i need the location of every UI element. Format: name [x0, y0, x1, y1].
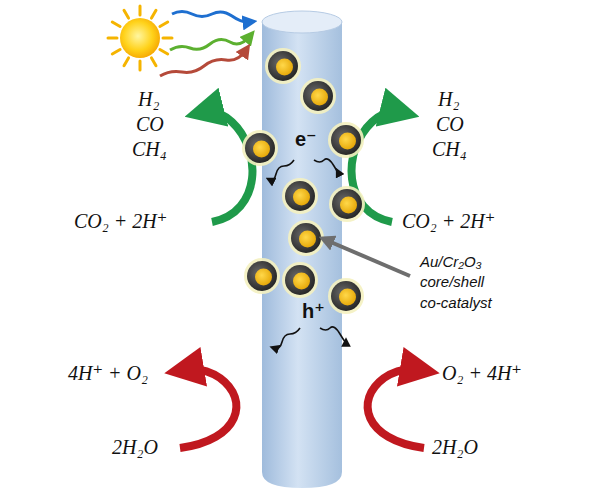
sun-ray: [160, 50, 168, 55]
product-label: H₂: [138, 88, 159, 111]
electron-path: [314, 159, 339, 173]
leader-line: [326, 240, 410, 276]
oxidation-arrow: [368, 369, 424, 448]
sun-ray: [124, 10, 129, 18]
reactant-label: CO₂ + 2H⁺: [402, 210, 495, 233]
sun-ray: [152, 58, 157, 66]
core-shell-particle: [300, 78, 336, 114]
sun-ray: [124, 58, 129, 66]
reactant-label: 2H₂O: [112, 436, 158, 459]
core-shell-particle: [244, 258, 280, 294]
product-label: O₂ + 4H⁺: [442, 362, 522, 385]
sun-ray: [108, 37, 117, 40]
core-shell-particle: [329, 186, 365, 222]
product-label: CH₄: [132, 138, 167, 161]
core-shell-particle: [242, 130, 278, 166]
oxidation-arrow: [180, 369, 236, 448]
sun: [108, 6, 172, 70]
product-label: 4H⁺ + O₂: [68, 362, 148, 385]
product-label: CH₄: [432, 138, 467, 161]
product-label: H₂: [438, 88, 459, 111]
reduction-arrow: [204, 111, 252, 222]
reactant-label: 2H₂O: [432, 436, 478, 459]
co-catalyst-particles: [242, 48, 365, 314]
sun-ray: [152, 10, 157, 18]
core-shell-particle: [265, 48, 301, 84]
sun-ray: [112, 50, 120, 55]
core-shell-particle: [282, 178, 318, 214]
hole-path: [274, 328, 300, 348]
core-shell-particle: [288, 220, 324, 256]
co-catalyst-label: Au/Cr₂O₃ core/shell co-catalyst: [420, 252, 508, 313]
hole-path: [320, 327, 346, 342]
sun-ray: [160, 22, 168, 27]
core-shell-particle: [328, 122, 364, 158]
electron-label: e⁻: [295, 128, 317, 151]
light-ray: [160, 50, 246, 76]
product-label: CO: [436, 113, 464, 136]
core-shell-particle: [282, 262, 318, 298]
sun-ray: [112, 22, 120, 27]
nanowire: [262, 11, 342, 488]
light-ray: [170, 36, 250, 50]
core-shell-particle: [328, 278, 364, 314]
product-label: CO: [136, 113, 164, 136]
reactant-label: CO₂ + 2H⁺: [74, 210, 167, 233]
hole-label: h⁺: [302, 300, 325, 323]
light-ray: [172, 12, 250, 23]
sun-ray: [139, 6, 142, 15]
electron-path: [270, 160, 294, 180]
sun-ray: [163, 37, 172, 40]
sun-ray: [139, 61, 142, 70]
